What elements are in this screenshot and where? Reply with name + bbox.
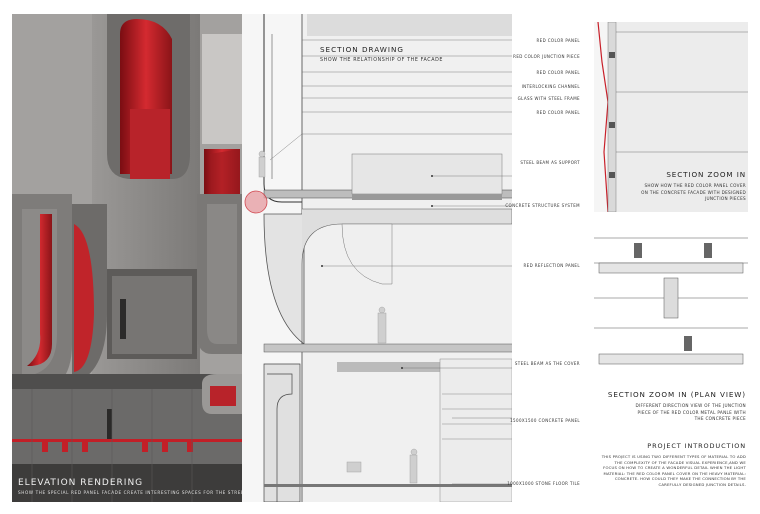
callout-label: GLASS WITH STEEL FRAME (517, 96, 580, 101)
zoom-desc-line: SHOW HOW THE RED COLOR PANEL COVER (644, 183, 746, 188)
zoom-desc-line: DIFFERENT DIRECTION VIEW OF THE JUNCTION (635, 403, 746, 408)
section-drawing (242, 14, 512, 502)
plan-zoom-title: SECTION ZOOM IN (PLAN VIEW) (607, 390, 746, 399)
callout-label: RED COLOR JUNCTION PIECE (513, 54, 580, 59)
plan-zoom-detail (594, 218, 748, 374)
zoom-title: SECTION ZOOM IN (666, 170, 746, 179)
callout-label: STEEL BEAM AS SUPPORT (520, 160, 580, 165)
elevation-subtitle: SHOW THE SPECIAL RED PANEL FACADE CREATE… (18, 490, 248, 495)
callout-label: 1000X1000 STONE FLOOR TILE (507, 481, 580, 486)
section-zoom-detail (594, 21, 748, 213)
project-title: PROJECT INTRODUCTION (647, 442, 746, 450)
callout-label: INTERLOCKING CHANNEL (521, 84, 580, 89)
elevation-title: ELEVATION RENDERING (18, 478, 144, 488)
callout-label: RED COLOR PANEL (536, 110, 580, 115)
callout-label: STEEL BEAM AS THE COVER (514, 361, 580, 366)
zoom-desc-line: ON THE CONCRETE FACADE WITH DESIGNED (641, 189, 746, 195)
zoom-desc-line: JUNCTION PIECES (704, 196, 746, 201)
callout-label: CONCRETE STRUCTURE SYSTEM (505, 203, 580, 208)
callout-label: 1500X1500 CONCRETE PANEL (510, 418, 580, 423)
project-description: THIS PROJECT IS USING TWO DIFFERENT TYPE… (601, 454, 746, 487)
callout-label: RED REFLECTION PANEL (523, 263, 580, 268)
callout-label: RED COLOR PANEL (536, 70, 580, 75)
zoom-desc: SHOW HOW THE RED COLOR PANEL COVER ON TH… (594, 183, 746, 203)
zoom-desc-line: THE CONCRETE PIECE (694, 416, 746, 421)
section-title: SECTION DRAWING (320, 45, 404, 54)
callout-label: RED COLOR PANEL (536, 38, 580, 43)
section-subtitle: SHOW THE RELATIONSHIP OF THE FACADE (320, 58, 444, 63)
elevation-rendering-image (12, 14, 242, 502)
plan-zoom-desc: DIFFERENT DIRECTION VIEW OF THE JUNCTION… (594, 403, 746, 423)
zoom-desc-line: PIECE OF THE RED COLOR METAL PANLE WITH (637, 409, 746, 415)
